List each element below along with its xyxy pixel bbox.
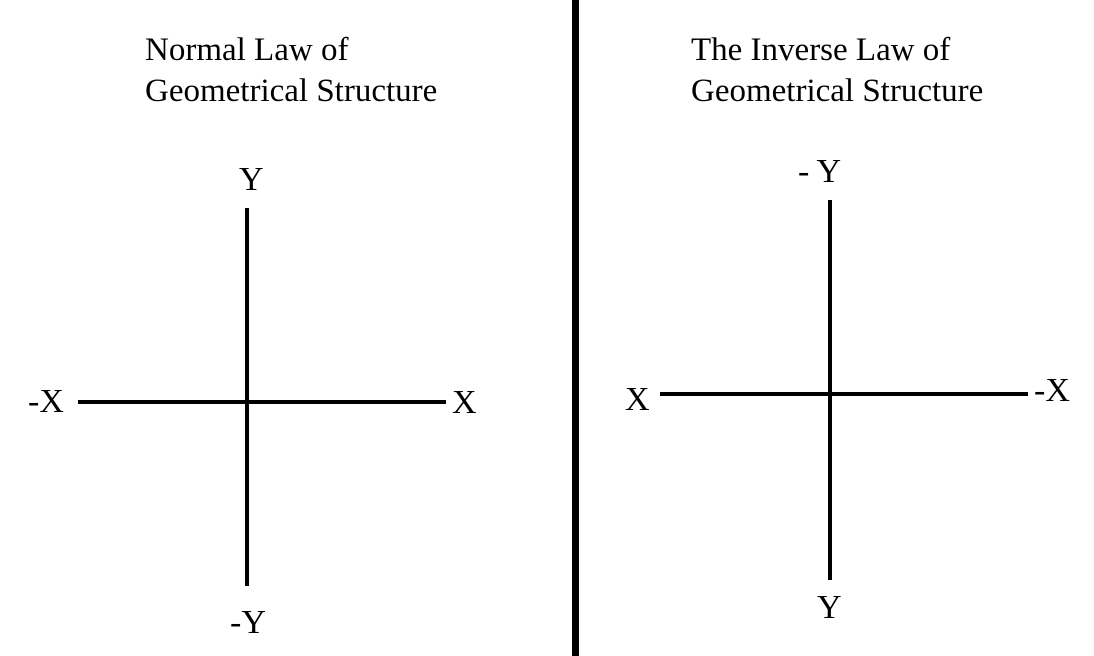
inverse-law-diagram: The Inverse Law of Geometrical Structure… xyxy=(578,0,1094,656)
axis-label-left: -X xyxy=(28,383,64,420)
horizontal-axis xyxy=(78,400,446,404)
diagram-title: Normal Law of Geometrical Structure xyxy=(145,30,437,112)
title-line-2: Geometrical Structure xyxy=(145,73,438,109)
vertical-axis xyxy=(245,208,249,586)
vertical-axis xyxy=(828,200,832,580)
normal-law-diagram: Normal Law of Geometrical Structure Y -Y… xyxy=(28,30,477,641)
title-line-1: The Inverse Law of xyxy=(691,32,951,68)
panel-divider xyxy=(572,0,579,656)
axis-label-right: -X xyxy=(1034,372,1070,409)
title-line-2: Geometrical Structure xyxy=(691,73,984,109)
axis-label-left: X xyxy=(625,381,650,418)
axis-label-bottom: -Y xyxy=(230,604,266,641)
horizontal-axis xyxy=(660,392,1028,396)
title-line-1: Normal Law of xyxy=(145,32,349,68)
axis-label-right: X xyxy=(452,384,477,421)
diagram-title: The Inverse Law of Geometrical Structure xyxy=(691,30,983,112)
axis-label-top: - Y xyxy=(798,153,842,190)
axis-label-top: Y xyxy=(239,161,264,198)
axis-label-bottom: Y xyxy=(817,589,842,626)
